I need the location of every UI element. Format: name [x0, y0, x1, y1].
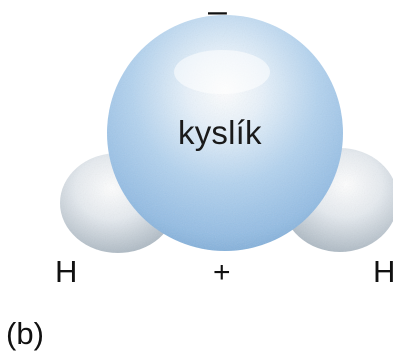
oxygen-label: kyslík: [178, 114, 262, 151]
positive-charge-label: +: [213, 256, 231, 289]
panel-label: (b): [6, 316, 44, 351]
hydrogen-left-label: H: [55, 254, 78, 289]
oxygen-atom: [107, 15, 343, 251]
oxygen-highlight: [174, 50, 270, 94]
hydrogen-right-label: H: [373, 254, 393, 289]
negative-charge-label: –: [208, 0, 227, 30]
